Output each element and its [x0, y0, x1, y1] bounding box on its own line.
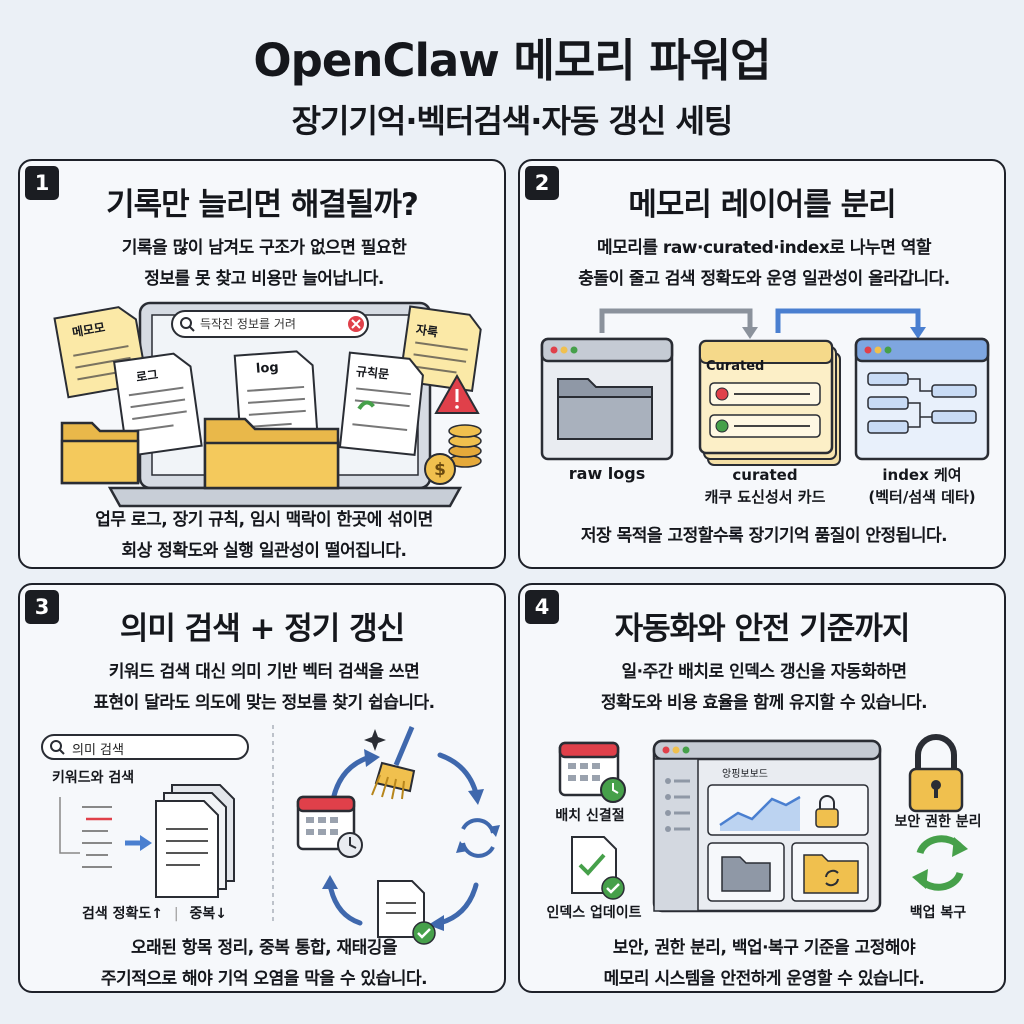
- card-title: 메모리 레이어를 분리: [628, 187, 896, 223]
- doc-label-rules: 규칙문: [355, 364, 390, 382]
- desc-line-1: 일·주간 배치로 인덱스 갱신을 자동화하면: [621, 662, 907, 682]
- page-title: OpenClaw 메모리 파워업: [253, 34, 771, 87]
- label-batch: 배치 신결절: [555, 808, 625, 824]
- label-raw-logs: raw logs: [568, 464, 646, 483]
- label-index-line-2: (벡터/섬색 데타): [868, 488, 976, 506]
- foot-line-1: 저장 목적을 고정할수록 장기기억 품질이 안정됩니다.: [580, 526, 948, 546]
- automation-safety-illustration: [558, 734, 968, 913]
- doc-label-record: 자룩: [415, 322, 439, 340]
- dashboard-title: 앙핑보보드: [722, 769, 768, 780]
- card-footer: 오래된 항목 정리, 중복 통합, 재태깅을 주기적으로 해야 기억 오염을 막…: [26, 933, 502, 991]
- doc-label-log-en: log: [255, 360, 280, 377]
- foot-line-2: 회상 정확도와 실행 일관성이 떨어집니다.: [121, 541, 407, 561]
- foot-line-1: 오래된 항목 정리, 중복 통합, 재태깅을: [130, 938, 398, 958]
- label-index-update: 인덱스 업데이트: [546, 905, 642, 921]
- semantic-search-refresh-illustration: [41, 725, 500, 945]
- metric-duplicates-down: 중복↓: [189, 906, 227, 922]
- desc-line-2: 정확도와 비용 효율을 함께 유지할 수 있습니다.: [600, 693, 928, 713]
- foot-line-2: 메모리 시스템을 안전하게 운영할 수 있습니다.: [603, 969, 925, 989]
- curated-header: Curated: [706, 359, 765, 374]
- desc-line-2: 정보를 못 찾고 비용만 늘어납니다.: [144, 269, 384, 289]
- card-title: 자동화와 안전 기준까지: [614, 611, 911, 647]
- metric-accuracy-up: 검색 정확도↑: [82, 906, 164, 922]
- card-title: 의미 검색 + 정기 갱신: [119, 611, 405, 647]
- card-number: 4: [525, 590, 559, 624]
- card-2: 2 메모리 레이어를 분리 메모리를 raw·curated·index로 나누…: [518, 159, 1006, 569]
- label-curated: curated 캐쿠 됴신성서 카드: [670, 464, 860, 508]
- metric-separator: |: [173, 906, 179, 922]
- desc-line-2: 표현이 달라도 의도에 맞는 정보를 찾기 쉽습니다.: [93, 693, 435, 713]
- semantic-search-query: 의미 검색: [72, 743, 124, 758]
- card-number: 3: [25, 590, 59, 624]
- card-description: 기록을 많이 남겨도 구조가 없으면 필요한 정보를 못 찾고 비용만 늘어납니…: [30, 233, 498, 295]
- label-curated-line-2: 캐쿠 됴신성서 카드: [704, 488, 826, 506]
- label-curated-line-1: curated: [732, 466, 798, 484]
- foot-line-1: 보안, 권한 분리, 백업·복구 기준을 고정해야: [612, 938, 916, 958]
- desc-line-1: 기록을 많이 남겨도 구조가 없으면 필요한: [121, 238, 407, 258]
- desc-line-2: 충돌이 줄고 검색 정확도와 운영 일관성이 올라갑니다.: [578, 269, 950, 289]
- card-description: 메모리를 raw·curated·index로 나누면 역할 충돌이 줄고 검색…: [530, 233, 998, 295]
- foot-line-1: 업무 로그, 장기 규칙, 임시 맥락이 한곳에 섞이면: [95, 510, 433, 530]
- card-3: 3 의미 검색 + 정기 갱신 키워드 검색 대신 의미 기반 벡터 검색을 쓰…: [18, 583, 506, 993]
- card-description: 키워드 검색 대신 의미 기반 벡터 검색을 쓰면 표현이 달라도 의도에 맞는…: [30, 657, 498, 719]
- foot-line-2: 주기적으로 해야 기억 오염을 막을 수 있습니다.: [100, 969, 428, 989]
- search-query-text: 득작진 정보를 거려: [200, 317, 296, 331]
- card-description: 일·주간 배치로 인덱스 갱신을 자동화하면 정확도와 비용 효율을 함께 유지…: [530, 657, 998, 719]
- card-number: 2: [525, 166, 559, 200]
- card-1: 1 기록만 늘리면 해결될까? 기록을 많이 남겨도 구조가 없으면 필요한 정…: [18, 159, 506, 569]
- label-index: index 케여 (벡터/섬색 데타): [846, 464, 998, 508]
- metrics-row: 검색 정확도↑ | 중복↓: [82, 903, 227, 923]
- keyword-search-label: 키워드와 검색: [52, 770, 135, 786]
- page-subtitle: 장기기억·벡터검색·자동 갱신 세팅: [291, 102, 734, 140]
- desc-line-1: 메모리를 raw·curated·index로 나누면 역할: [596, 238, 932, 258]
- card-4: 4 자동화와 안전 기준까지 일·주간 배치로 인덱스 갱신을 자동화하면 정확…: [518, 583, 1006, 993]
- desc-line-1: 키워드 검색 대신 의미 기반 벡터 검색을 쓰면: [108, 662, 420, 682]
- label-index-line-1: index 케여: [882, 466, 962, 484]
- card-number: 1: [25, 166, 59, 200]
- card-footer: 보안, 권한 분리, 백업·복구 기준을 고정해야 메모리 시스템을 안전하게 …: [526, 933, 1002, 991]
- memory-layers-diagram: [540, 308, 990, 466]
- card-footer: 업무 로그, 장기 규칙, 임시 맥락이 한곳에 섞이면 회상 정확도와 실행 …: [26, 505, 502, 567]
- doc-label-log-ko: 로그: [135, 367, 160, 385]
- label-backup: 백업 복구: [909, 905, 967, 921]
- label-security: 보안 권한 분리: [894, 814, 982, 830]
- svg-text:$: $: [434, 460, 446, 480]
- cluttered-laptop-illustration: $: [53, 301, 482, 508]
- card-title: 기록만 늘리면 해결될까?: [106, 187, 419, 223]
- card-footer: 저장 목적을 고정할수록 장기기억 품질이 안정됩니다.: [526, 521, 1002, 552]
